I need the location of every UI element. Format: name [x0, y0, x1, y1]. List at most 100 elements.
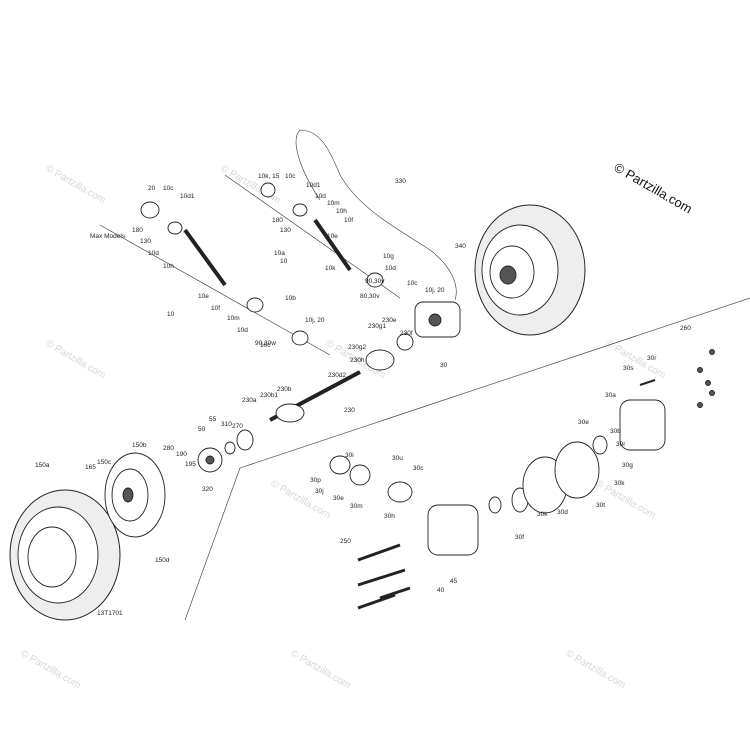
part-label: 320 — [202, 486, 213, 493]
part-label: 10d1 — [306, 182, 321, 189]
watermark-text: © Partzilla.com — [44, 338, 108, 381]
part-label: 30t — [596, 502, 605, 509]
part-label: 10d1 — [180, 193, 195, 200]
hub-assembly — [197, 429, 254, 473]
part-label: 230f — [400, 330, 413, 337]
part-label: 10d — [315, 193, 326, 200]
part-label: 165 — [85, 464, 96, 471]
part-label: 10k — [325, 265, 336, 272]
axle-shaft-230 — [269, 333, 414, 423]
part-label: 10c — [260, 342, 271, 349]
part-label: 180 — [272, 217, 283, 224]
part-label: 30r — [647, 355, 657, 362]
part-label: 230h — [350, 357, 365, 364]
part-label: 130 — [140, 238, 151, 245]
max-models-note: Max Models — [90, 233, 126, 240]
part-label: 30g — [622, 462, 633, 469]
part-label: 190 — [176, 451, 187, 458]
part-label: 30b — [610, 428, 621, 435]
part-label: 10c — [407, 280, 418, 287]
part-label: 330 — [395, 178, 406, 185]
part-label: 230e — [382, 317, 397, 324]
part-label: 40 — [437, 587, 445, 594]
part-label: 30d — [557, 509, 568, 516]
part-label: 10 — [167, 311, 175, 318]
part-label: 10d — [237, 327, 248, 334]
part-label: 195 — [185, 461, 196, 468]
bolts-250 — [357, 543, 411, 610]
part-label: 150a — [35, 462, 50, 469]
part-label: 30p — [310, 477, 321, 484]
part-label: 150c — [97, 459, 112, 466]
bolts-260 — [639, 349, 715, 408]
part-label: 10e — [327, 233, 338, 240]
part-label: 10c — [163, 185, 174, 192]
part-label: 30i — [345, 452, 354, 459]
part-label: 10d — [385, 265, 396, 272]
watermark-text: © Partzilla.com — [269, 478, 333, 521]
part-label: 10e — [198, 293, 209, 300]
differential-upper — [414, 301, 461, 338]
part-label: 20 — [148, 185, 156, 192]
watermark-text: © Partzilla.com — [289, 648, 353, 691]
part-label: 10h — [163, 263, 174, 270]
part-label: 230 — [344, 407, 355, 414]
part-label: 50 — [198, 426, 206, 433]
part-label: 30s — [623, 365, 634, 372]
part-label: 30m — [350, 503, 363, 510]
part-label: 30k — [537, 511, 548, 518]
part-label: 30a — [605, 392, 616, 399]
diagram-id: 13T1701 — [97, 610, 123, 617]
part-label: 10f — [344, 217, 353, 224]
part-label: 30 — [440, 362, 448, 369]
part-label: 10g — [383, 253, 394, 260]
part-label: 10h — [336, 208, 347, 215]
drive-shaft-10 — [140, 201, 309, 346]
drive-shaft-10-b — [260, 182, 384, 288]
part-label: 10c — [285, 173, 296, 180]
part-label: 340 — [455, 243, 466, 250]
part-label: 10f — [211, 305, 220, 312]
part-label: 10a — [274, 250, 285, 257]
part-label: 30u — [392, 455, 403, 462]
part-label: 230a — [242, 397, 257, 404]
part-label: 30f — [515, 534, 524, 541]
part-label: 230b1 — [260, 392, 278, 399]
part-label: 30j — [315, 488, 324, 495]
part-label: 150b — [132, 442, 147, 449]
part-label: 10m — [327, 200, 340, 207]
part-label: 90,30v — [365, 278, 385, 285]
part-label: 30h — [384, 513, 395, 520]
watermark-text: © Partzilla.com — [19, 648, 83, 691]
watermark-text: © Partzilla.com — [594, 478, 658, 521]
part-label: 230d2 — [328, 372, 346, 379]
rim-150b — [104, 452, 166, 538]
part-label: 10k, 15 — [258, 173, 280, 180]
part-label: 310 — [221, 421, 232, 428]
part-label: 250 — [340, 538, 351, 545]
part-label: 260 — [680, 325, 691, 332]
watermark-text: © Partzilla.com — [44, 163, 108, 206]
watermark-text: © Partzilla.com — [604, 338, 668, 381]
part-label: 180 — [132, 227, 143, 234]
part-label: 130 — [280, 227, 291, 234]
part-label: 80,30v — [360, 293, 380, 300]
part-label: 30c — [413, 465, 424, 472]
part-label: 10j, 20 — [425, 287, 445, 294]
part-label: 280 — [163, 445, 174, 452]
part-label: 230g1 — [368, 323, 386, 330]
part-label: 10j, 20 — [305, 317, 325, 324]
part-label: 90,30w — [255, 340, 276, 347]
part-label: 10 — [280, 258, 288, 265]
part-label: 10b — [285, 295, 296, 302]
differential-lower — [329, 399, 666, 556]
watermark-text: © Partzilla.com — [564, 648, 628, 691]
part-label: 270 — [232, 423, 243, 430]
part-label: 30e — [578, 419, 589, 426]
part-label: 55 — [209, 416, 217, 423]
part-label: 45 — [450, 578, 458, 585]
part-label: 30k — [614, 480, 625, 487]
wheel-left — [9, 489, 121, 621]
